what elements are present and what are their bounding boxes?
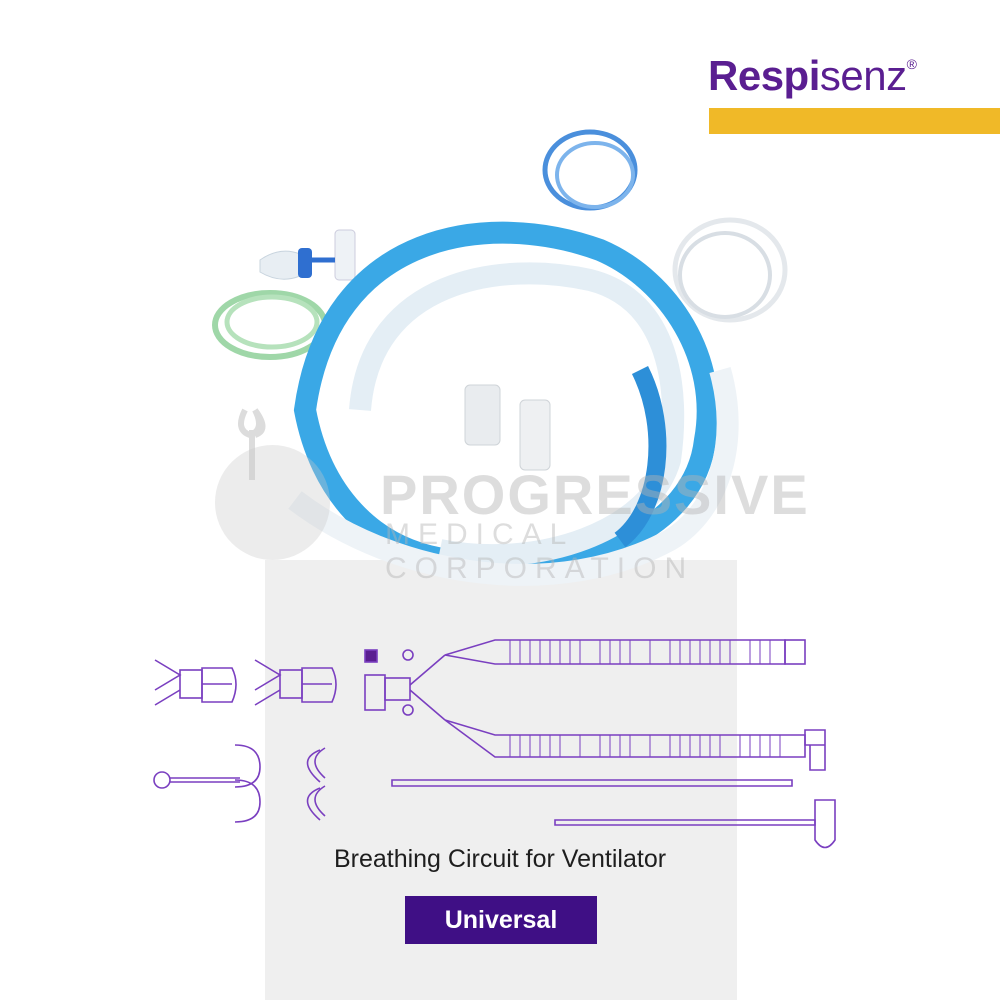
registered-mark: ® [906,56,917,72]
c-clips [306,747,326,821]
valve-connector-2 [254,659,337,706]
brand-accent-bar [709,108,1000,134]
product-photo [212,129,788,586]
product-title: Breathing Circuit for Ventilator [333,845,667,873]
tube-holder [153,744,261,823]
component-diagram [153,639,836,849]
valve-connector-1 [154,659,237,706]
brand-logo: Respisenz® [708,52,917,100]
y-piece-circuit [364,639,826,771]
brand-name-light: senz [819,52,907,99]
sampling-lines [391,779,836,849]
variant-badge: Universal [405,896,597,944]
brand-name-bold: Respi [708,52,820,99]
